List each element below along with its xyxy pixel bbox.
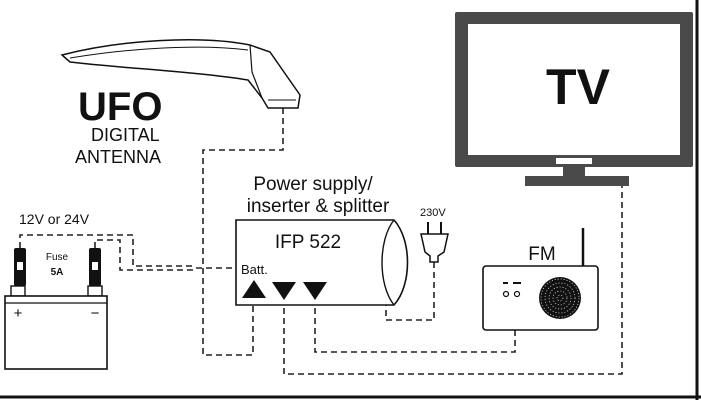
battery-minus-sign: − — [91, 305, 100, 322]
antenna-title: UFO — [78, 85, 162, 129]
battery-icon — [4, 285, 108, 370]
wiring — [19, 108, 623, 375]
wire-antenna-to-splitter — [202, 108, 284, 356]
mains-voltage-label: 230V — [420, 207, 446, 219]
wire-battery-plus — [19, 234, 196, 267]
splitter-box-icon — [235, 219, 409, 306]
fm-radio-icon — [482, 228, 599, 331]
antenna-line1: DIGITAL — [91, 125, 160, 145]
wire-battery-minus — [94, 239, 196, 271]
battery-voltage-label: 12V or 24V — [19, 211, 90, 227]
radio-label: FM — [528, 244, 555, 265]
fuse-rating: 5A — [51, 267, 64, 278]
battery-plus-sign: + — [14, 305, 23, 322]
tv-label: TV — [546, 59, 611, 115]
wire-mains-to-splitter — [385, 262, 435, 321]
antenna-line2: ANTENNA — [75, 147, 161, 167]
fuse-label: Fuse — [46, 252, 69, 263]
power-supply-caption-line1: Power supply/ — [253, 174, 373, 195]
splitter-model: IFP 522 — [275, 232, 341, 253]
power-supply-caption-line2: inserter & splitter — [247, 196, 390, 217]
wire-splitter-to-radio — [314, 298, 516, 353]
mains-plug-icon — [420, 222, 449, 263]
fuse-icon-left — [14, 248, 26, 286]
wire-splitter-to-tv — [283, 186, 623, 375]
tv-icon — [455, 12, 693, 186]
splitter-batt-label: Batt. — [241, 262, 268, 277]
ufo-antenna-icon — [60, 39, 301, 109]
fuse-icon-right — [89, 248, 101, 286]
